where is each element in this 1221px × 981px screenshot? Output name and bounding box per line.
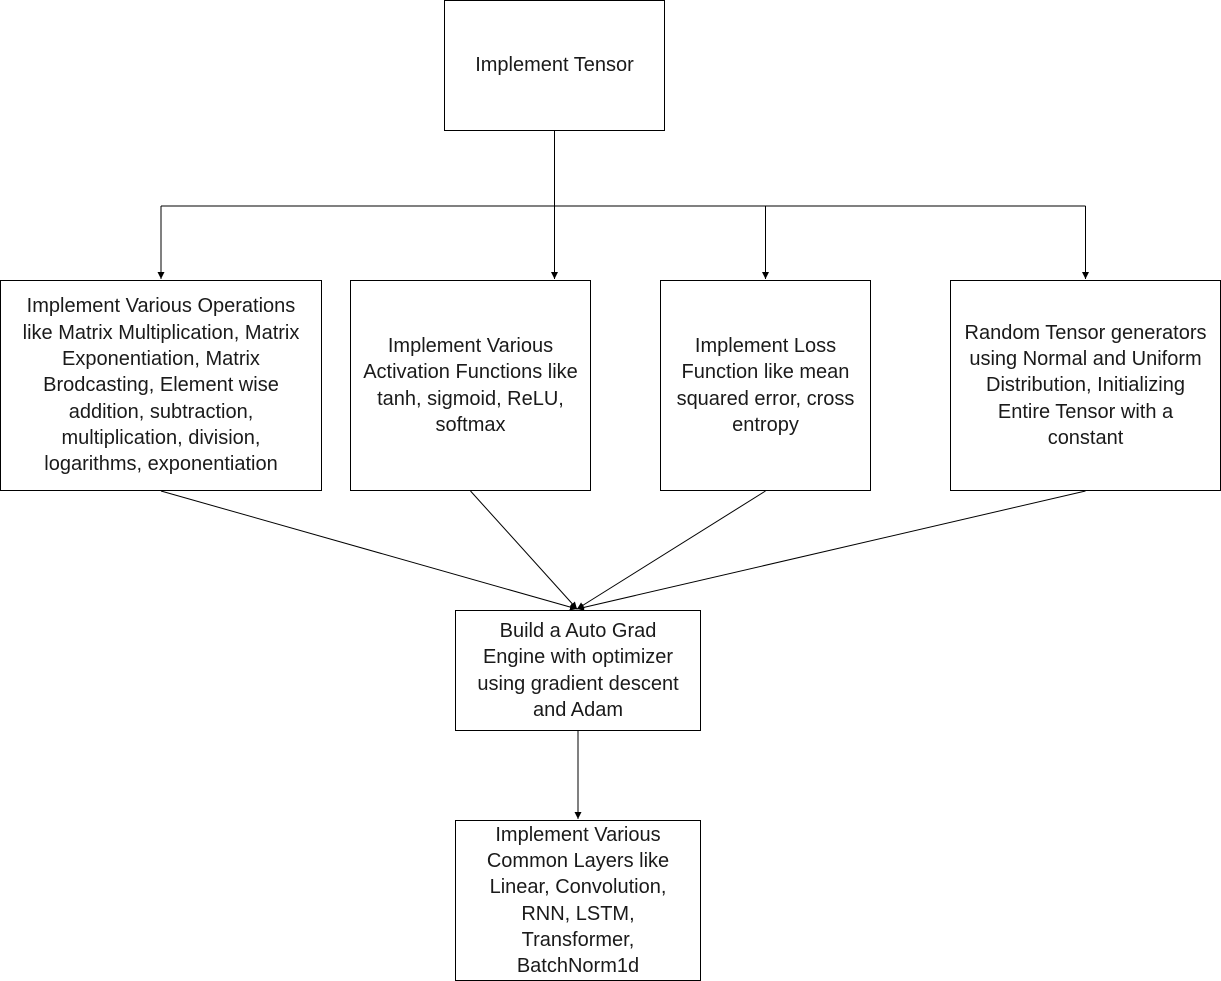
- node-activation-functions[interactable]: Implement Various Activation Functions l…: [350, 280, 591, 491]
- node-implement-operations[interactable]: Implement Various Operations like Matrix…: [0, 280, 322, 491]
- node-autograd-engine[interactable]: Build a Auto Grad Engine with optimizer …: [455, 610, 701, 731]
- node-random-tensor-generators[interactable]: Random Tensor generators using Normal an…: [950, 280, 1221, 491]
- edge-activation-to-autograd: [470, 490, 578, 610]
- node-implement-tensor-label: Implement Tensor: [475, 54, 634, 77]
- node-random-tensor-generators-label: Random Tensor generators using Normal an…: [964, 321, 1207, 449]
- edge-operations-to-autograd: [160, 490, 578, 611]
- node-common-layers[interactable]: Implement Various Common Layers like Lin…: [455, 820, 701, 981]
- edge-loss-to-autograd: [576, 490, 766, 610]
- edge-random-to-autograd: [576, 490, 1086, 611]
- node-autograd-engine-label: Build a Auto Grad Engine with optimizer …: [477, 619, 679, 721]
- node-loss-function[interactable]: Implement Loss Function like mean square…: [660, 280, 871, 491]
- node-implement-operations-label: Implement Various Operations like Matrix…: [22, 295, 300, 476]
- node-loss-function-label: Implement Loss Function like mean square…: [676, 334, 855, 436]
- node-activation-functions-label: Implement Various Activation Functions l…: [363, 334, 578, 436]
- node-implement-tensor[interactable]: Implement Tensor: [444, 0, 665, 131]
- node-common-layers-label: Implement Various Common Layers like Lin…: [486, 823, 670, 978]
